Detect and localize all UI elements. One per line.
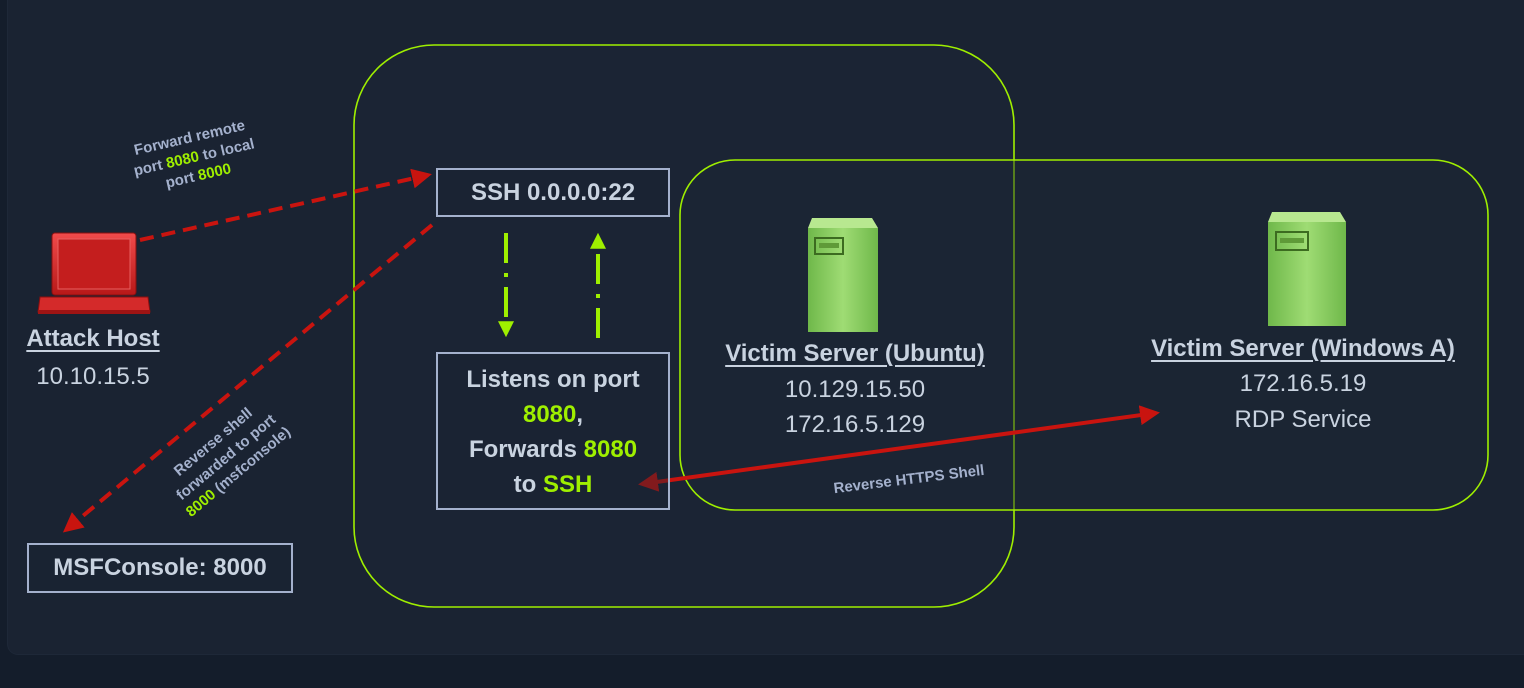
reverse-shell-arrow	[62, 223, 434, 533]
victim-ubuntu-title: Victim Server (Ubuntu)	[725, 340, 985, 367]
victim-ubuntu-ip1: 10.129.15.50	[784, 376, 926, 403]
listener-target: SSH	[542, 471, 593, 498]
listener-port2: 8080	[583, 436, 638, 463]
listener-box: Listens on port 8080, Forwards 8080 to S…	[436, 352, 670, 510]
msfconsole-label: MSFConsole: 8000	[53, 554, 267, 581]
listener-line2: 8080,	[522, 401, 584, 428]
victim-ubuntu-ip2: 172.16.5.129	[784, 411, 926, 438]
ssh-box: SSH 0.0.0.0:22	[436, 168, 670, 217]
server-icon	[1268, 212, 1346, 326]
listener-line3: Forwards 8080	[468, 436, 638, 463]
attack-host-title: Attack Host	[26, 325, 160, 352]
msfconsole-box: MSFConsole: 8000	[27, 543, 293, 593]
listener-port1: 8080	[522, 401, 577, 428]
laptop-icon	[37, 232, 151, 314]
victim-windows-service: RDP Service	[1234, 406, 1372, 433]
https-shell-arrow	[638, 405, 1160, 492]
victim-windows-ip: 172.16.5.19	[1239, 370, 1367, 397]
attack-host-ip: 10.10.15.5	[36, 363, 150, 390]
listener-line4: to SSH	[513, 471, 593, 498]
server-icon	[808, 218, 878, 332]
ssh-label: SSH 0.0.0.0:22	[470, 179, 636, 206]
forward-arrow	[139, 168, 432, 242]
listener-line1: Listens on port	[466, 366, 640, 393]
victim-windows-title: Victim Server (Windows A)	[1151, 335, 1455, 362]
